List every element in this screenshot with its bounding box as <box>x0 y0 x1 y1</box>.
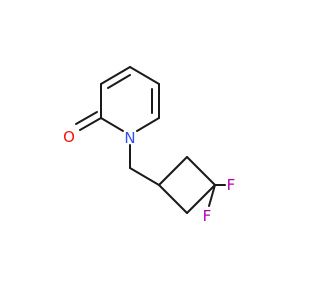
oxygen-atom-label: O <box>63 128 75 146</box>
bond-ch2-cb1 <box>129 167 160 186</box>
bond-n1-c2 <box>100 117 124 132</box>
bond-c6-n1 <box>136 117 160 132</box>
bond-cb4-cb1 <box>158 184 188 214</box>
bonds <box>75 66 226 214</box>
atom-labels: O N F F <box>63 128 235 225</box>
bond-c2-o-1 <box>79 117 102 131</box>
bond-c4-c5 <box>129 66 160 85</box>
bond-cb2-cb3 <box>186 156 216 186</box>
bond-cb1-cb2 <box>158 156 188 186</box>
fluorine-atom-label-1: F <box>227 176 236 194</box>
bond-cb3-cb4 <box>186 184 216 214</box>
molecule-structure: O N F F <box>63 66 235 225</box>
bond-c3-c4-inner <box>107 74 131 89</box>
bond-c2-o-2 <box>75 111 98 125</box>
fluorine-atom-label-2: F <box>203 207 212 225</box>
bond-c3-c4 <box>100 66 131 85</box>
nitrogen-atom-label: N <box>124 129 135 147</box>
bond-cb3-f2 <box>208 184 216 207</box>
